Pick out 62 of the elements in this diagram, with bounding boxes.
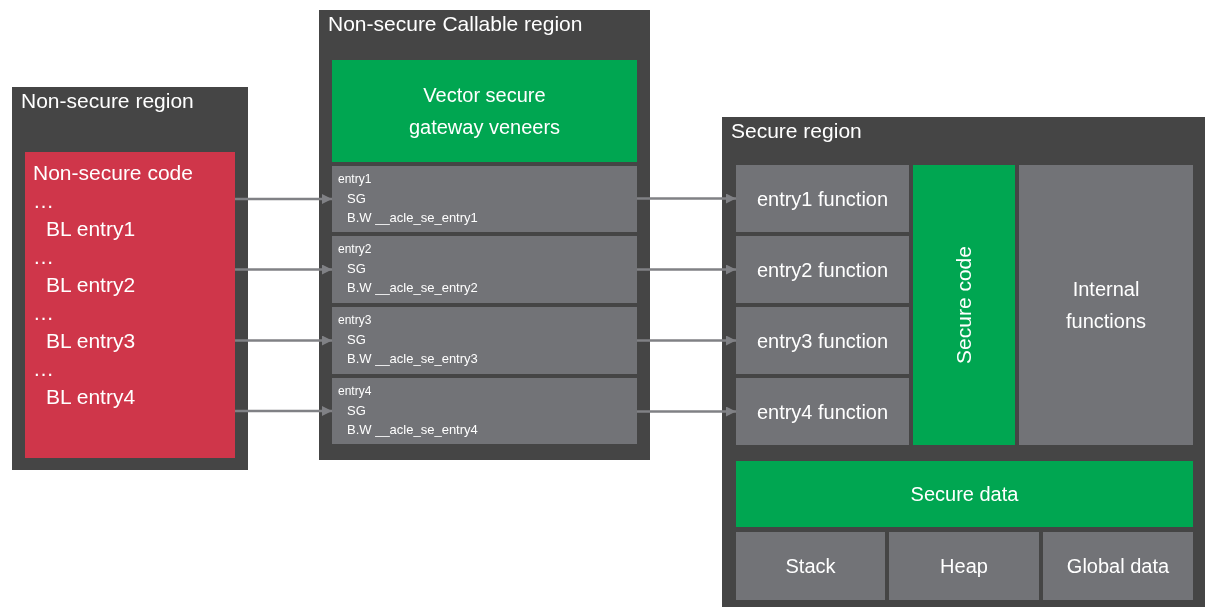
code-line: B.W __acle_se_entry1 bbox=[347, 209, 478, 227]
box-label: Secure code bbox=[952, 246, 976, 364]
function-box bbox=[736, 236, 909, 303]
box-label: Vector secure gateway veneers bbox=[407, 83, 562, 140]
region-title: Non-secure Callable region bbox=[328, 11, 583, 37]
box-label: entry3 function bbox=[756, 328, 889, 354]
function-box bbox=[736, 165, 909, 232]
code-line: SG bbox=[347, 190, 366, 208]
ellipsis: … bbox=[33, 358, 54, 380]
code-line: entry3 bbox=[338, 312, 372, 329]
code-line: BL entry1 bbox=[46, 216, 136, 242]
veneer-box bbox=[332, 236, 637, 303]
box-label: entry2 function bbox=[756, 257, 889, 283]
code-panel bbox=[25, 152, 235, 458]
box-label: entry1 function bbox=[756, 186, 889, 212]
code-line: SG bbox=[347, 402, 366, 420]
region-title: Non-secure region bbox=[21, 88, 194, 114]
ellipsis: … bbox=[33, 190, 54, 212]
arrow bbox=[637, 406, 736, 417]
code-line: entry4 bbox=[338, 383, 372, 400]
box-label: Stack bbox=[785, 554, 836, 579]
arrow bbox=[235, 335, 332, 346]
region-panel bbox=[12, 87, 248, 470]
arrow bbox=[235, 194, 332, 204]
code-line: B.W __acle_se_entry3 bbox=[347, 350, 478, 368]
box-label: entry4 function bbox=[756, 399, 889, 425]
code-line: BL entry4 bbox=[46, 384, 136, 410]
ellipsis: … bbox=[33, 246, 54, 268]
section-box bbox=[913, 165, 1015, 445]
veneer-box bbox=[332, 166, 637, 232]
arrow bbox=[637, 193, 736, 204]
veneer-box bbox=[332, 307, 637, 374]
code-line: entry2 bbox=[338, 241, 372, 258]
code-line: B.W __acle_se_entry4 bbox=[347, 421, 478, 439]
box-label: Internal functions bbox=[1064, 277, 1148, 334]
code-line: SG bbox=[347, 260, 366, 278]
function-box bbox=[736, 378, 909, 445]
region-title: Secure region bbox=[731, 118, 862, 144]
arrow bbox=[637, 335, 736, 346]
arrow bbox=[235, 264, 332, 275]
veneer-box bbox=[332, 378, 637, 444]
code-line: BL entry3 bbox=[46, 328, 136, 354]
section-box bbox=[736, 461, 1193, 527]
section-box bbox=[332, 60, 637, 162]
function-box bbox=[736, 532, 885, 600]
box-label: Heap bbox=[940, 554, 988, 579]
box-label: Global data bbox=[1066, 554, 1170, 579]
code-title: Non-secure code bbox=[33, 160, 193, 186]
function-box bbox=[1019, 165, 1193, 445]
arrow bbox=[637, 264, 736, 275]
ellipsis: … bbox=[33, 302, 54, 324]
region-panel bbox=[319, 10, 650, 460]
code-line: SG bbox=[347, 331, 366, 349]
arrow bbox=[235, 406, 332, 416]
code-line: B.W __acle_se_entry2 bbox=[347, 279, 478, 297]
function-box bbox=[889, 532, 1039, 600]
code-line: entry1 bbox=[338, 171, 372, 188]
box-label: Secure data bbox=[910, 482, 1019, 507]
function-box bbox=[736, 307, 909, 374]
code-line: BL entry2 bbox=[46, 272, 136, 298]
function-box bbox=[1043, 532, 1193, 600]
region-panel bbox=[722, 117, 1205, 607]
